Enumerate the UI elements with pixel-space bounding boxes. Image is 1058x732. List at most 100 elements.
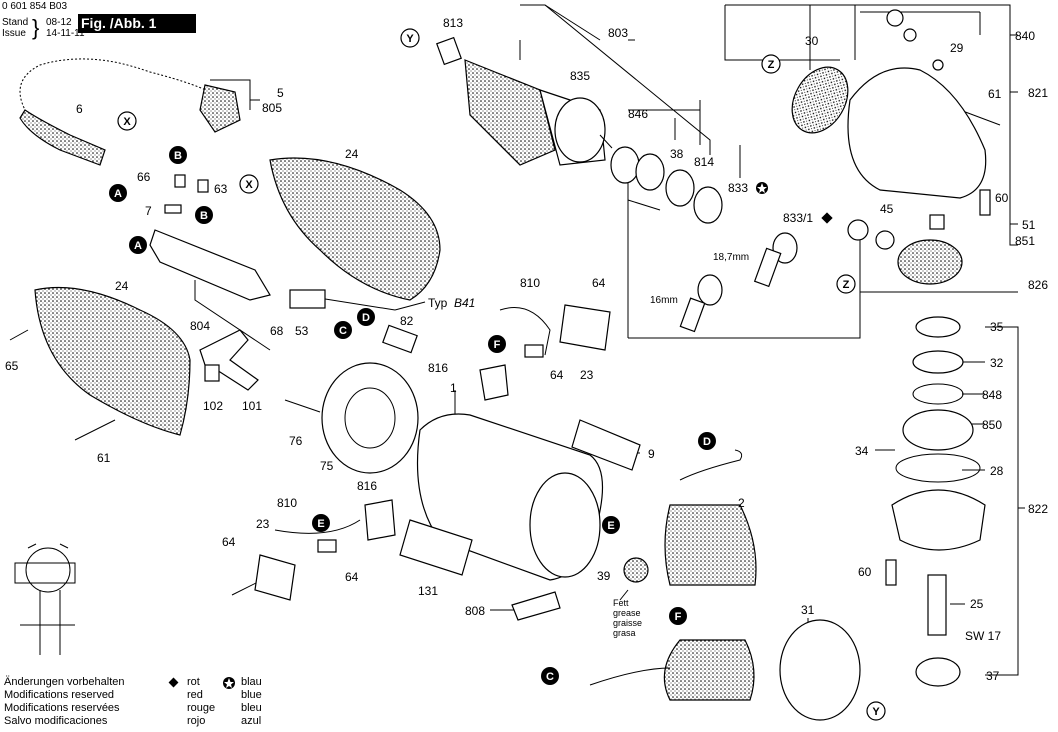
- label-28: 28: [990, 464, 1004, 478]
- part-stator-rear-cover: [321, 362, 419, 474]
- svg-text:A: A: [114, 188, 122, 200]
- callout-d-lower: D: [698, 432, 716, 450]
- label-850: 850: [982, 418, 1002, 432]
- label-18-7mm: 18,7mm: [713, 252, 749, 263]
- callout-a-upper: A: [109, 184, 127, 202]
- part-spindle-stack: [885, 316, 986, 687]
- label-29: 29: [950, 41, 964, 55]
- label-typ: Typ: [428, 296, 448, 310]
- label-61b: 61: [97, 451, 111, 465]
- label-816a: 816: [428, 361, 448, 375]
- label-35: 35: [990, 320, 1004, 334]
- label-24a: 24: [345, 147, 359, 161]
- label-60a: 60: [995, 191, 1009, 205]
- label-68: 68: [270, 324, 284, 338]
- label-37: 37: [986, 669, 1000, 683]
- svg-text:Y: Y: [406, 33, 414, 45]
- label-16mm: 16mm: [650, 295, 678, 306]
- label-23a: 23: [580, 368, 594, 382]
- callout-e-right: E: [602, 516, 620, 534]
- label-53: 53: [295, 324, 309, 338]
- part-switch-and-electronics: [274, 307, 861, 721]
- legend-red-diamond-icon: [168, 677, 179, 688]
- filled-diamond-icon: [821, 212, 833, 224]
- label-30: 30: [805, 34, 819, 48]
- callout-a-lower: A: [129, 236, 147, 254]
- label-5: 5: [277, 86, 284, 100]
- label-816b: 816: [357, 479, 377, 493]
- label-sw17: SW 17: [965, 629, 1001, 643]
- callout-x-shell: X: [239, 174, 259, 194]
- svg-text:grasa: grasa: [613, 628, 636, 638]
- svg-text:C: C: [339, 325, 347, 337]
- label-63: 63: [214, 182, 228, 196]
- part-housing-shell-lower: [34, 286, 191, 436]
- label-810b: 810: [277, 496, 297, 510]
- label-102: 102: [203, 399, 223, 413]
- callout-c-lower: C: [541, 667, 559, 685]
- callout-f-lower: F: [669, 607, 687, 625]
- label-64b: 64: [550, 368, 564, 382]
- label-64a: 64: [592, 276, 606, 290]
- part-motor-housing: [399, 413, 641, 621]
- label-64c: 64: [222, 535, 236, 549]
- label-2: 2: [738, 496, 745, 510]
- part-power-cord: [18, 56, 241, 166]
- label-822: 822: [1028, 502, 1048, 516]
- issue-label: Issue: [2, 28, 26, 39]
- issue-value: 14-11-11: [46, 28, 85, 39]
- label-851: 851: [1015, 234, 1035, 248]
- svg-text:E: E: [607, 520, 614, 532]
- label-805: 805: [262, 101, 282, 115]
- legend-blue: blau blue bleu azul: [241, 676, 262, 727]
- label-833: 833: [728, 181, 748, 195]
- svg-text:B: B: [200, 210, 208, 222]
- label-38: 38: [670, 147, 684, 161]
- label-32: 32: [990, 356, 1004, 370]
- label-833-1: 833/1: [783, 211, 813, 225]
- label-804: 804: [190, 319, 210, 333]
- callout-d-upper: D: [357, 308, 375, 326]
- label-821: 821: [1028, 86, 1048, 100]
- label-835: 835: [570, 69, 590, 83]
- label-39: 39: [597, 569, 611, 583]
- label-66: 66: [137, 170, 151, 184]
- label-75: 75: [320, 459, 334, 473]
- svg-text:B: B: [174, 150, 182, 162]
- part-housing-shell-upper: [269, 157, 441, 301]
- label-45: 45: [880, 202, 894, 216]
- callout-b-upper: B: [169, 146, 187, 164]
- callout-y-bottom: Y: [866, 701, 886, 721]
- svg-text:X: X: [123, 116, 131, 128]
- svg-text:graisse: graisse: [613, 618, 642, 628]
- part-screws: [9, 109, 1001, 596]
- svg-text:Z: Z: [843, 279, 850, 291]
- label-61a: 61: [988, 87, 1002, 101]
- star-circle-icon: [756, 182, 768, 194]
- part-bevel-gear: [791, 66, 963, 285]
- callout-c-upper: C: [334, 321, 352, 339]
- svg-text:F: F: [675, 611, 682, 623]
- label-24b: 24: [115, 279, 129, 293]
- label-6: 6: [76, 102, 83, 116]
- svg-text:Fett: Fett: [613, 598, 629, 608]
- label-65: 65: [5, 359, 19, 373]
- part-switch-bar: [149, 204, 326, 309]
- label-34: 34: [855, 444, 869, 458]
- part-number-labels: 813 803 835 846 38 814 833 833/1 30 29 8…: [5, 16, 1048, 683]
- label-51: 51: [1022, 218, 1036, 232]
- svg-text:F: F: [494, 339, 501, 351]
- callout-x-cord: X: [117, 111, 137, 131]
- part-armature: [436, 36, 613, 166]
- svg-text:Y: Y: [872, 706, 880, 718]
- label-846: 846: [628, 107, 648, 121]
- callout-z-bottom: Z: [836, 274, 856, 294]
- stand-value: 08-12: [46, 17, 72, 28]
- part-gearbox-housing: [847, 9, 991, 230]
- svg-text:D: D: [362, 312, 370, 324]
- label-82: 82: [400, 314, 414, 328]
- label-9: 9: [648, 447, 655, 461]
- label-23b: 23: [256, 517, 270, 531]
- callout-y-top: Y: [400, 28, 420, 48]
